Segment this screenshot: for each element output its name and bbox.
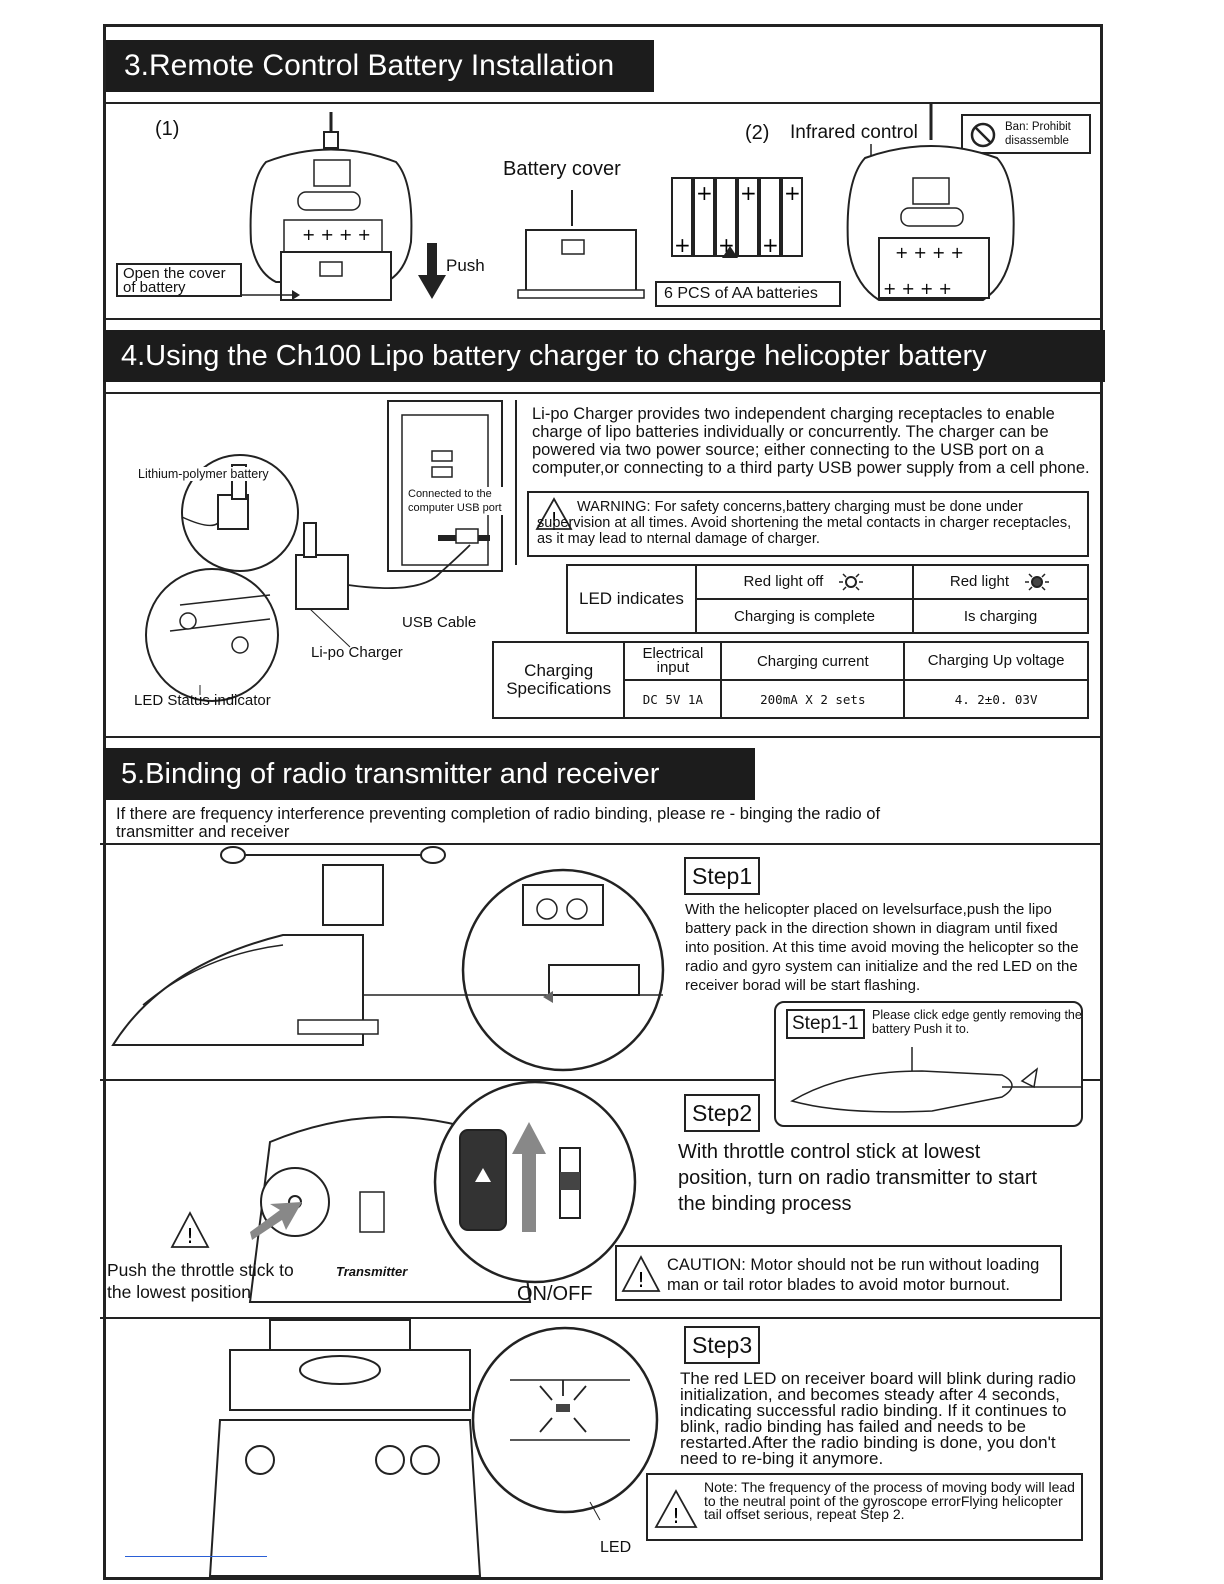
svg-text:!: ! [637, 1268, 645, 1292]
led-on-title: Red light [949, 572, 1010, 590]
arrow-right-icon [242, 290, 300, 300]
usb-cable-label: USB Cable [402, 614, 477, 631]
spec-col2-title: Charging current [720, 641, 906, 681]
transmitter-label: Transmitter [336, 1264, 408, 1279]
helicopter-side-drawing [790, 1047, 1082, 1113]
charger-illustration [145, 400, 503, 702]
step1-marker: (1) [155, 118, 180, 140]
svg-text:+ + + +: + + + + [895, 243, 964, 262]
step1-tag: Step1 [684, 857, 761, 895]
push-down-arrow-icon [418, 243, 446, 299]
divider [103, 392, 1103, 394]
step2-text: With throttle control stick at lowest po… [678, 1141, 1038, 1215]
ban-notice: Ban: Prohibit disassemble [961, 114, 1091, 154]
remote-control-open-drawing: + + + + [249, 112, 413, 301]
svg-text:+: + [740, 181, 757, 205]
battery-cover-label: Battery cover [503, 158, 621, 180]
led-status-label: LED Status indicator [134, 692, 271, 709]
led-on-icon [1025, 573, 1050, 591]
led-off-value: Charging is complete [694, 598, 915, 634]
lithium-polymer-label: Lithium-polymer battery [138, 467, 269, 481]
step1-1-box: Step1-1 Please click edge gently removin… [774, 1001, 1083, 1127]
led-off-cell: Red light off [694, 564, 915, 600]
caution-box: ! CAUTION: Motor should not be run witho… [615, 1245, 1062, 1301]
lipo-charger-label: Li-po Charger [311, 644, 403, 661]
divider [100, 1079, 775, 1081]
infrared-control-label: Infrared control [790, 122, 918, 143]
divider [100, 1317, 1103, 1319]
section3-title: 3.Remote Control Battery Installation [106, 40, 654, 92]
step1-1-text: Please click edge gently removing the ba… [872, 1008, 1082, 1036]
svg-text:+: + [696, 181, 713, 205]
push-label: Push [446, 256, 485, 275]
step3-text: The red LED on receiver board will blink… [680, 1369, 1076, 1468]
prohibit-icon [970, 122, 996, 148]
step2-tag: Step2 [684, 1094, 761, 1132]
svg-text:!: ! [186, 1224, 194, 1248]
svg-text:!: ! [672, 1504, 680, 1528]
page-frame [103, 24, 1103, 1580]
spec-table-header: Charging Specifications [491, 641, 626, 719]
led-indicator-table: LED indicates Red light off Red light [566, 564, 1089, 634]
led-off-icon [839, 573, 864, 591]
svg-text:+: + [762, 233, 779, 257]
aa-batteries-callout: 6 PCS of AA batteries [655, 281, 841, 307]
svg-text:+ + + +: + + + + [302, 225, 371, 244]
svg-text:+: + [784, 181, 801, 205]
remote-control-closed-drawing: + + + + + + + + [846, 104, 1015, 301]
throttle-label: Push the throttle stick to the lowest po… [107, 1260, 294, 1302]
spec-col2-value: 200mA X 2 sets [720, 679, 906, 719]
aa-batteries-label: 6 PCS of AA batteries [664, 285, 818, 302]
spec-col3-value: 4. 2±0. 03V [903, 679, 1089, 719]
warning-triangle-icon: ! [621, 1255, 661, 1292]
spec-col1-value: DC 5V 1A [623, 679, 723, 719]
warning-triangle-icon: ! [654, 1489, 698, 1528]
open-cover-label: Open the cover of battery [123, 265, 226, 296]
led-table-header: LED indicates [566, 564, 697, 634]
note-box: ! Note: The frequency of the process of … [646, 1473, 1083, 1541]
led-label: LED [600, 1539, 632, 1556]
divider [1083, 1079, 1103, 1081]
divider [103, 102, 1103, 104]
ban-label: Ban: Prohibit disassemble [1005, 121, 1071, 147]
divider [103, 736, 1103, 738]
step3-tag: Step3 [684, 1326, 761, 1364]
binding-intro: If there are frequency interference prev… [116, 805, 881, 841]
transmitter-drawing [248, 1080, 637, 1303]
svg-text:!: ! [551, 509, 558, 530]
charger-description: Li-po Charger provides two independent c… [532, 405, 1090, 477]
svg-text:+ + + +: + + + + [883, 279, 952, 298]
step1-text: With the helicopter placed on levelsurfa… [685, 901, 1079, 994]
receiver-led-drawing [208, 1319, 659, 1577]
battery-cover-drawing [517, 190, 645, 299]
warning-box: ! WARNING: For safety concerns,battery c… [527, 491, 1089, 557]
charging-spec-table: Charging Specifications Electrical input… [491, 641, 1089, 719]
warning-text: WARNING: For safety concerns,battery cha… [537, 499, 1072, 547]
divider [100, 843, 1103, 845]
warning-triangle-icon: ! [535, 497, 573, 530]
spec-col1-title: Electrical input [623, 641, 723, 681]
led-on-cell: Red light [912, 564, 1089, 600]
connected-usb-label: Connected to the computer USB port [408, 487, 508, 515]
section5-title: 5.Binding of radio transmitter and recei… [103, 748, 755, 800]
led-off-title: Red light off [743, 572, 824, 590]
divider [103, 318, 1103, 320]
onoff-label: ON/OFF [517, 1283, 593, 1305]
column-divider [515, 400, 517, 565]
svg-text:+: + [674, 233, 691, 257]
spec-col3-title: Charging Up voltage [903, 641, 1089, 681]
footer-link-line [125, 1556, 267, 1557]
aa-batteries-drawing: + + + + + + [671, 177, 803, 258]
open-cover-callout: Open the cover of battery [116, 263, 242, 297]
note-text: Note: The frequency of the process of mo… [704, 1479, 1075, 1522]
led-on-value: Is charging [912, 598, 1089, 634]
warning-triangle-icon: ! [170, 1211, 210, 1254]
step2-marker: (2) [745, 122, 770, 144]
caution-text: CAUTION: Motor should not be run without… [667, 1256, 1040, 1294]
helicopter-battery-drawing [111, 846, 665, 1072]
step1-1-tag: Step1-1 [786, 1009, 865, 1039]
section4-title: 4.Using the Ch100 Lipo battery charger t… [103, 330, 1105, 382]
